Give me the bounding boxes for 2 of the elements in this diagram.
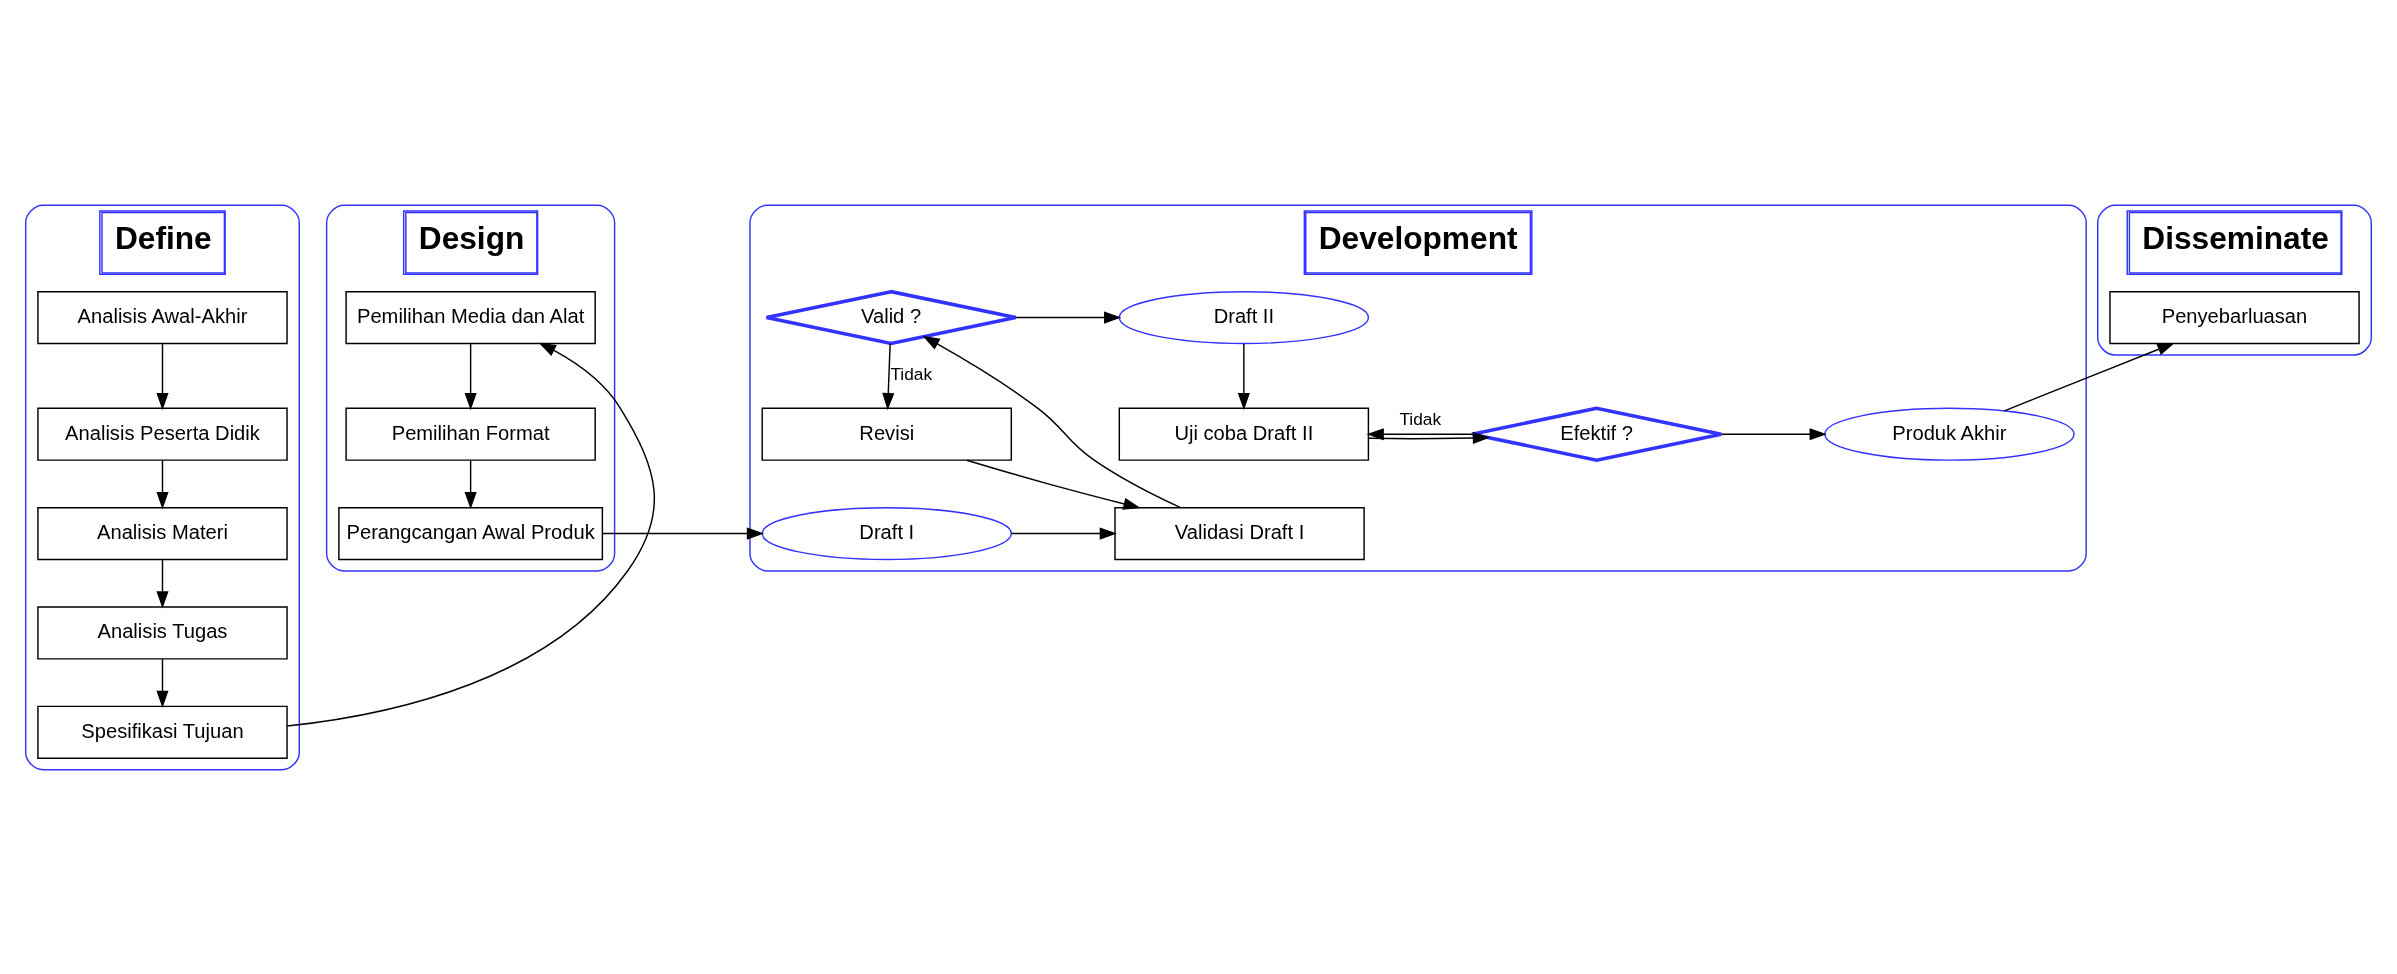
edge-label: Tidak <box>1399 408 1442 429</box>
edge-label: Tidak <box>890 363 933 384</box>
